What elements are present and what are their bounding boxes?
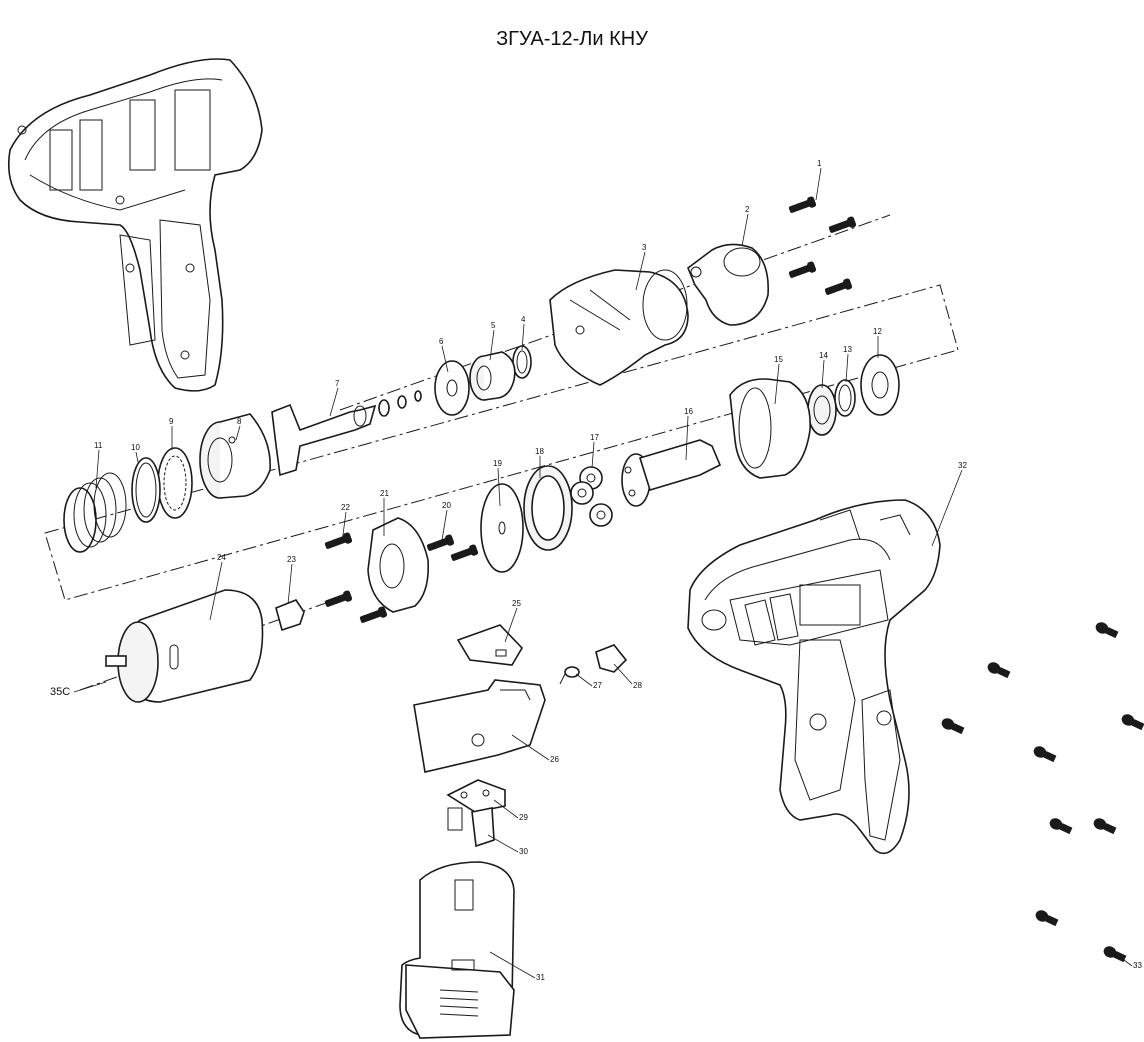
leader-lines [73, 167, 1133, 979]
callout-20: 20 [442, 501, 451, 510]
callout-8: 8 [237, 417, 242, 426]
callout-23: 23 [287, 555, 296, 564]
callout-26: 26 [550, 755, 559, 764]
front-cap-part-2 [687, 243, 769, 326]
bearing-part-14 [807, 384, 837, 436]
callout-7: 7 [335, 379, 340, 388]
ball-ring-part-9 [157, 447, 193, 519]
bushing-part-5 [469, 351, 516, 401]
callout-30: 30 [519, 847, 528, 856]
right-housing-part-32 [687, 499, 941, 855]
motor-mount-part-21 [367, 517, 430, 613]
callout-1: 1 [817, 159, 822, 168]
callout-25: 25 [512, 599, 521, 608]
callout-11: 11 [94, 441, 103, 450]
callout-33: 33 [1133, 961, 1142, 970]
callout-14: 14 [819, 351, 828, 360]
callout-15: 15 [774, 355, 783, 364]
callout-32: 32 [958, 461, 967, 470]
switch-part-25 [456, 624, 523, 666]
carrier-shaft-part-16 [621, 439, 722, 507]
callout-18: 18 [535, 447, 544, 456]
pinion-part-23 [275, 599, 305, 632]
callout-2: 2 [745, 205, 750, 214]
spring-part-11 [63, 472, 127, 553]
callout-3: 3 [642, 243, 647, 252]
callout-9: 9 [169, 417, 174, 426]
callout-21: 21 [380, 489, 389, 498]
ring-part-10 [131, 457, 161, 523]
callout-31: 31 [536, 973, 545, 982]
spindle-part-7 [271, 390, 422, 477]
callout-29: 29 [519, 813, 528, 822]
callout-10: 10 [131, 443, 140, 452]
callout-5: 5 [491, 321, 496, 330]
clutch-part-8 [199, 413, 271, 499]
callout-28: 28 [633, 681, 642, 690]
washer-part-12 [860, 354, 900, 416]
battery-part-31 [399, 861, 515, 1039]
callout-24: 24 [217, 553, 226, 562]
callout-22: 22 [341, 503, 350, 512]
gear-housing-part-3 [549, 269, 689, 386]
callout-35c: 35C [50, 686, 70, 698]
led-part-27 [559, 666, 580, 685]
washer-part-6 [434, 360, 470, 416]
callout-17: 17 [590, 433, 599, 442]
ring-part-4 [512, 345, 532, 379]
callout-6: 6 [439, 337, 444, 346]
terminal-part-29 [446, 779, 506, 813]
ring-gear-part-18 [523, 465, 573, 551]
callout-19: 19 [493, 459, 502, 468]
screw-part-33 [939, 620, 1144, 964]
callout-16: 16 [684, 407, 693, 416]
clip-part-13 [834, 379, 856, 417]
left-housing-half [7, 58, 263, 392]
plate-part-19 [480, 483, 524, 573]
screw-part-1 [787, 195, 857, 298]
switch-part-26 [413, 679, 546, 773]
ring-housing-part-15 [729, 378, 811, 479]
assembly-axis-outline [44, 284, 959, 601]
callout-4: 4 [521, 315, 526, 324]
callout-12: 12 [873, 327, 882, 336]
holder-part-28 [595, 644, 628, 673]
callout-27: 27 [593, 681, 602, 690]
upper-axis-line [339, 214, 891, 411]
diagram-title: ЗГУА-12-Ли КНУ [496, 28, 648, 50]
screw-part-20 [425, 533, 479, 564]
callout-13: 13 [843, 345, 852, 354]
motor-part-24 [105, 589, 264, 703]
planet-gears-part-17 [570, 466, 613, 527]
callout-labels: 1 2 3 4 5 6 7 8 9 10 11 12 13 14 15 16 1… [50, 159, 1142, 982]
terminal-part-30 [447, 807, 495, 848]
